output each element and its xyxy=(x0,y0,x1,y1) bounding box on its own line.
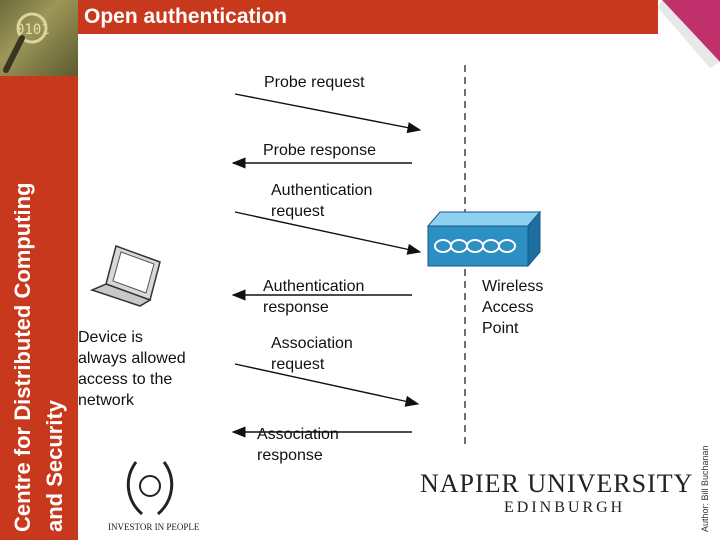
auth-request-line-1: Authentication xyxy=(271,182,373,199)
arrow-auth-request xyxy=(234,211,422,255)
investor-in-people-text: INVESTOR IN PEOPLE xyxy=(108,522,200,532)
probe-request-label: Probe request xyxy=(264,74,365,91)
device-note-line-3: access to the xyxy=(78,371,173,388)
assoc-request-label: Association request xyxy=(271,333,353,375)
probe-response-label: Probe response xyxy=(263,142,376,159)
auth-response-line-2: response xyxy=(263,299,329,316)
device-note-line-1: Device is xyxy=(78,329,143,346)
assoc-response-line-1: Association xyxy=(257,426,339,443)
arrow-assoc-request xyxy=(234,363,420,407)
access-point-label: Wireless Access Point xyxy=(482,276,543,339)
device-note-line-4: network xyxy=(78,392,135,409)
header-bar xyxy=(78,0,658,34)
device-note-line-2: always allowed xyxy=(78,350,186,367)
magnifier-icon xyxy=(3,12,48,73)
access-point-line-3: Point xyxy=(482,320,519,337)
assoc-response-line-2: response xyxy=(257,447,323,464)
cdcs-logo: 0101 xyxy=(0,0,78,76)
auth-response-line-1: Authentication xyxy=(263,278,365,295)
logo-digits: 0101 xyxy=(16,22,50,38)
side-band xyxy=(0,76,78,540)
napier-name: NAPIER UNIVERSITY xyxy=(420,469,694,498)
investor-laurel-icon xyxy=(126,461,174,516)
sidebar-vertical-title: Centre for Distributed Computing and Sec… xyxy=(10,182,67,532)
auth-request-line-2: request xyxy=(271,203,325,220)
laptop-icon xyxy=(89,245,161,307)
napier-university-logo: NAPIER UNIVERSITY EDINBURGH xyxy=(420,470,693,518)
sidebar-line-2: and Security xyxy=(42,399,67,532)
arrow-probe-request xyxy=(234,93,422,134)
author-text: Author: Bill Buchanan xyxy=(700,445,710,532)
slide-title: Open authentication xyxy=(84,5,288,28)
assoc-response-label: Association response xyxy=(257,424,339,466)
auth-response-label: Authentication response xyxy=(263,276,364,318)
auth-request-label: Authentication request xyxy=(271,180,372,222)
access-point-line-2: Access xyxy=(482,299,534,316)
author-credit: Author: Bill Buchanan xyxy=(700,445,710,532)
device-note: Device is always allowed access to the n… xyxy=(78,327,186,411)
napier-city: EDINBURGH xyxy=(504,499,626,516)
corner-decoration xyxy=(658,0,720,80)
assoc-request-line-1: Association xyxy=(271,335,353,352)
access-point-line-1: Wireless xyxy=(482,278,544,295)
wireless-access-point-icon xyxy=(426,210,542,268)
sidebar-line-1: Centre for Distributed Computing xyxy=(10,182,35,532)
assoc-request-line-2: request xyxy=(271,356,325,373)
